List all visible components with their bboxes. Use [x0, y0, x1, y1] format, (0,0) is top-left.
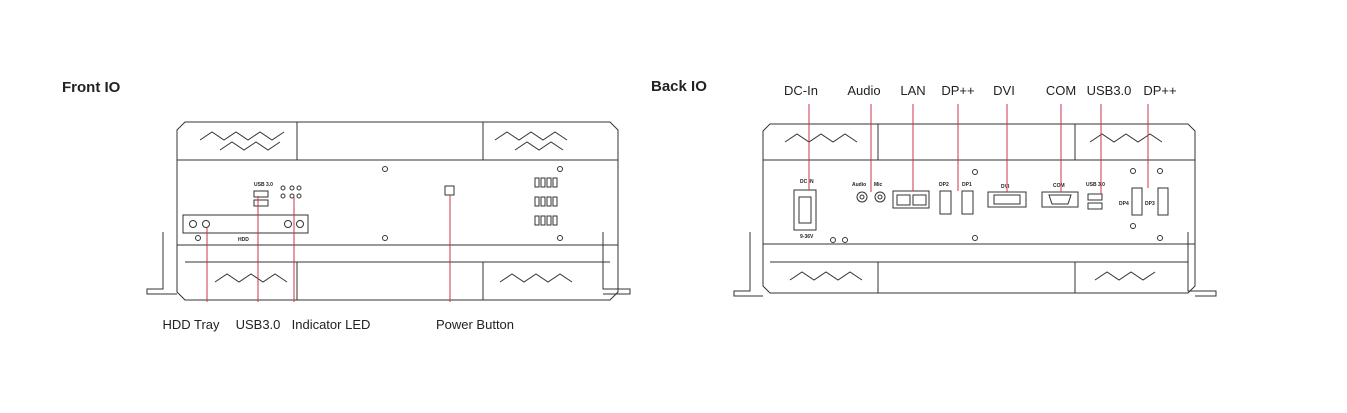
- front-chassis: [146, 121, 631, 301]
- back-lan-ports: [892, 190, 930, 209]
- back-io-title: Back IO: [651, 78, 707, 95]
- back-dp4-port: [1131, 187, 1143, 216]
- back-usb-ports: [1087, 193, 1103, 210]
- back-usb-panel-text: USB 3.0: [1086, 182, 1105, 188]
- front-panel-text: USB 3.0 HDD: [238, 182, 273, 243]
- back-com-panel-text: COM: [1053, 183, 1065, 189]
- front-hdd-tray-label: HDD Tray: [162, 317, 220, 332]
- front-indicator-led-label: Indicator LED: [291, 317, 371, 332]
- back-dvi-panel-text: DVI: [1001, 184, 1010, 190]
- back-dvi-label: DVI: [993, 83, 1015, 98]
- back-dvi-port: [987, 191, 1027, 208]
- front-hdd-tray: [182, 214, 309, 234]
- front-io-title: Front IO: [62, 79, 121, 96]
- callout-lines: [206, 104, 1149, 302]
- back-dp3-port: [1157, 187, 1169, 216]
- back-chassis: [733, 123, 1217, 297]
- back-panel-text: DC IN 9-36V Audio Mic DP2 DP1 DVI COM US…: [800, 179, 1155, 240]
- back-mic-panel-text: Mic: [874, 182, 883, 188]
- front-usb-label: USB3.0: [235, 317, 281, 332]
- front-power-button: [444, 185, 455, 196]
- back-audio-label: Audio: [847, 83, 881, 98]
- back-dc-in-port: [793, 189, 817, 231]
- back-voltage-panel-text: 9-36V: [800, 234, 814, 240]
- front-usb-ports: [253, 190, 269, 207]
- back-dp2-port: [939, 190, 952, 215]
- back-audio-panel-text: Audio: [852, 182, 866, 188]
- back-usb-label: USB3.0: [1086, 83, 1132, 98]
- back-dp1-port: [961, 190, 974, 215]
- back-dp2-panel-text: DP2: [939, 182, 949, 188]
- back-audio-jacks: [856, 191, 886, 203]
- front-hdd-panel-text: HDD: [238, 237, 249, 243]
- front-usb-panel-text: USB 3.0: [254, 182, 273, 188]
- back-com-label: COM: [1045, 83, 1077, 98]
- back-dc-in-label: DC-In: [784, 83, 818, 98]
- back-dp1-panel-text: DP1: [962, 182, 972, 188]
- back-lan-label: LAN: [900, 83, 926, 98]
- back-dp3-panel-text: DP3: [1145, 201, 1155, 207]
- back-dp-right-label: DP++: [1143, 83, 1177, 98]
- back-dp-left-label: DP++: [941, 83, 975, 98]
- front-side-vents: [534, 177, 558, 226]
- front-indicator-leds: [280, 185, 302, 199]
- back-dp4-panel-text: DP4: [1119, 201, 1129, 207]
- front-power-button-label: Power Button: [435, 317, 515, 332]
- back-com-port: [1041, 191, 1079, 208]
- back-dc-in-panel-text: DC IN: [800, 179, 814, 185]
